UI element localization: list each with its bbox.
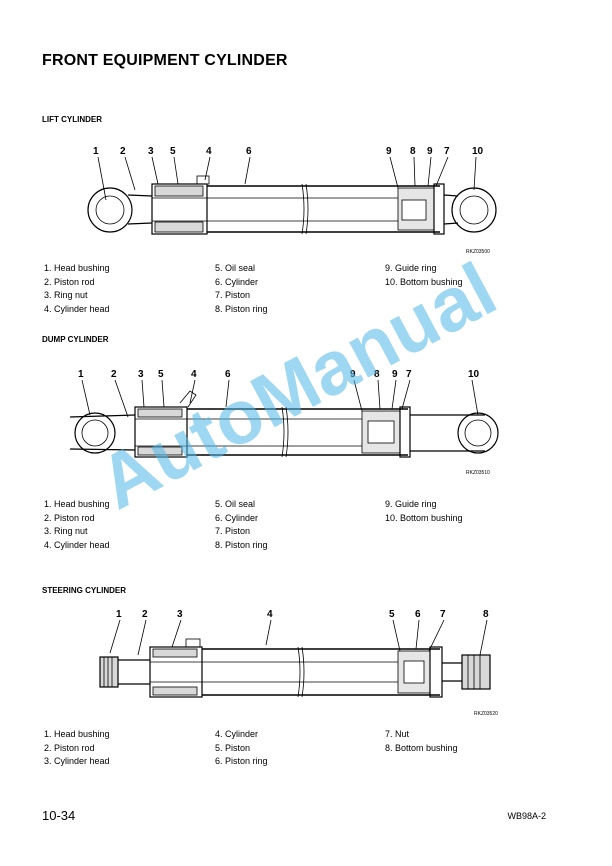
lift-legend-col-3: 9. Guide ring 10. Bottom bushing [385,262,463,289]
legend-item: 5. Oil seal [215,263,256,273]
callout: 4 [191,369,197,380]
callout: 10 [468,369,480,380]
legend-item: 10. Bottom bushing [385,276,463,287]
legend-item: 2. Piston rod [44,742,95,753]
callout: 8 [483,609,489,620]
callout: 7 [440,609,446,620]
legend-item: 5. Piston [215,742,251,753]
steering-cylinder-diagram: 1 2 3 4 5 6 7 8 RKZ03520 [99,609,498,717]
callout: 7 [406,369,412,380]
legend-item: 6. Cylinder [215,276,259,287]
steering-legend-col-3: 7. Nut 8. Bottom bushing [385,728,458,755]
legend-item: 2. Piston rod [44,276,95,287]
steering-legend-col-2: 4. Cylinder 5. Piston 6. Piston ring [215,728,268,769]
callout: 3 [138,369,144,380]
legend-item: 7. Nut [385,729,410,739]
callout: 1 [78,369,84,380]
legend-item: 3. Ring nut [44,526,88,536]
callout: 1 [93,146,99,157]
legend-item: 4. Cylinder head [44,303,110,314]
page-title: FRONT EQUIPMENT CYLINDER [42,52,288,69]
legend-item: 4. Cylinder [215,729,259,739]
steering-legend-col-1: 1. Head bushing 2. Piston rod 3. Cylinde… [44,728,110,769]
callout: 4 [267,609,273,620]
callout: 2 [142,609,148,620]
callout: 5 [389,609,395,620]
lift-callouts: 1 2 3 5 4 6 9 8 9 7 10 [93,146,484,157]
callout: 8 [374,369,380,380]
callout: 9 [386,146,392,157]
legend-item: 7. Piston [215,526,251,536]
figure-code: RKZ03510 [466,470,490,476]
model-code: WB98A-2 [507,811,546,821]
callout: 9 [350,369,356,380]
callout: 6 [246,146,252,157]
legend-item: 1. Head bushing [44,499,110,509]
callout: 9 [392,369,398,380]
callout: 3 [177,609,183,620]
figure-code: RKZ03520 [474,711,498,717]
legend-item: 8. Bottom bushing [385,742,458,753]
dump-legend-col-3: 9. Guide ring 10. Bottom bushing [385,498,463,525]
dump-cylinder-diagram: 1 2 3 5 4 6 9 8 9 7 10 [69,369,499,476]
steering-callouts: 1 2 3 4 5 6 7 8 [116,609,489,620]
figure-code: RKZ03500 [466,249,490,255]
legend-item: 1. Head bushing [44,729,110,739]
legend-item: 7. Piston [215,290,251,300]
dump-legend-col-2: 5. Oil seal 6. Cylinder 7. Piston 8. Pis… [215,498,268,552]
dump-cylinder-heading: DUMP CYLINDER [42,335,109,344]
legend-item: 5. Oil seal [215,499,256,509]
callout: 5 [158,369,164,380]
lift-cylinder-diagram: 1 2 3 5 4 6 9 8 9 7 10 [87,146,497,255]
callout: 6 [225,369,231,380]
callout: 8 [410,146,416,157]
legend-item: 3. Ring nut [44,290,88,300]
legend-item: 6. Cylinder [215,512,259,523]
legend-item: 8. Piston ring [215,303,268,314]
callout: 1 [116,609,122,620]
dump-callouts: 1 2 3 5 4 6 9 8 9 7 10 [78,369,480,380]
callout: 6 [415,609,421,620]
legend-item: 4. Cylinder head [44,539,110,550]
callout: 4 [206,146,212,157]
legend-item: 2. Piston rod [44,512,95,523]
legend-item: 9. Guide ring [385,263,437,273]
legend-item: 8. Piston ring [215,539,268,550]
callout: 7 [444,146,450,157]
dump-legend-col-1: 1. Head bushing 2. Piston rod 3. Ring nu… [44,498,110,552]
callout: 2 [111,369,117,380]
lift-legend-col-1: 1. Head bushing 2. Piston rod 3. Ring nu… [44,262,110,316]
callout: 3 [148,146,154,157]
legend-item: 3. Cylinder head [44,756,110,766]
callout: 5 [170,146,176,157]
lift-legend-col-2: 5. Oil seal 6. Cylinder 7. Piston 8. Pis… [215,262,268,316]
legend-item: 9. Guide ring [385,499,437,509]
legend-item: 6. Piston ring [215,756,268,766]
steering-cylinder-heading: STEERING CYLINDER [42,586,127,595]
legend-item: 1. Head bushing [44,263,110,273]
callout: 2 [120,146,126,157]
callout: 9 [427,146,433,157]
legend-item: 10. Bottom bushing [385,512,463,523]
callout: 10 [472,146,484,157]
lift-cylinder-heading: LIFT CYLINDER [42,115,102,124]
page-number: 10-34 [42,808,76,823]
